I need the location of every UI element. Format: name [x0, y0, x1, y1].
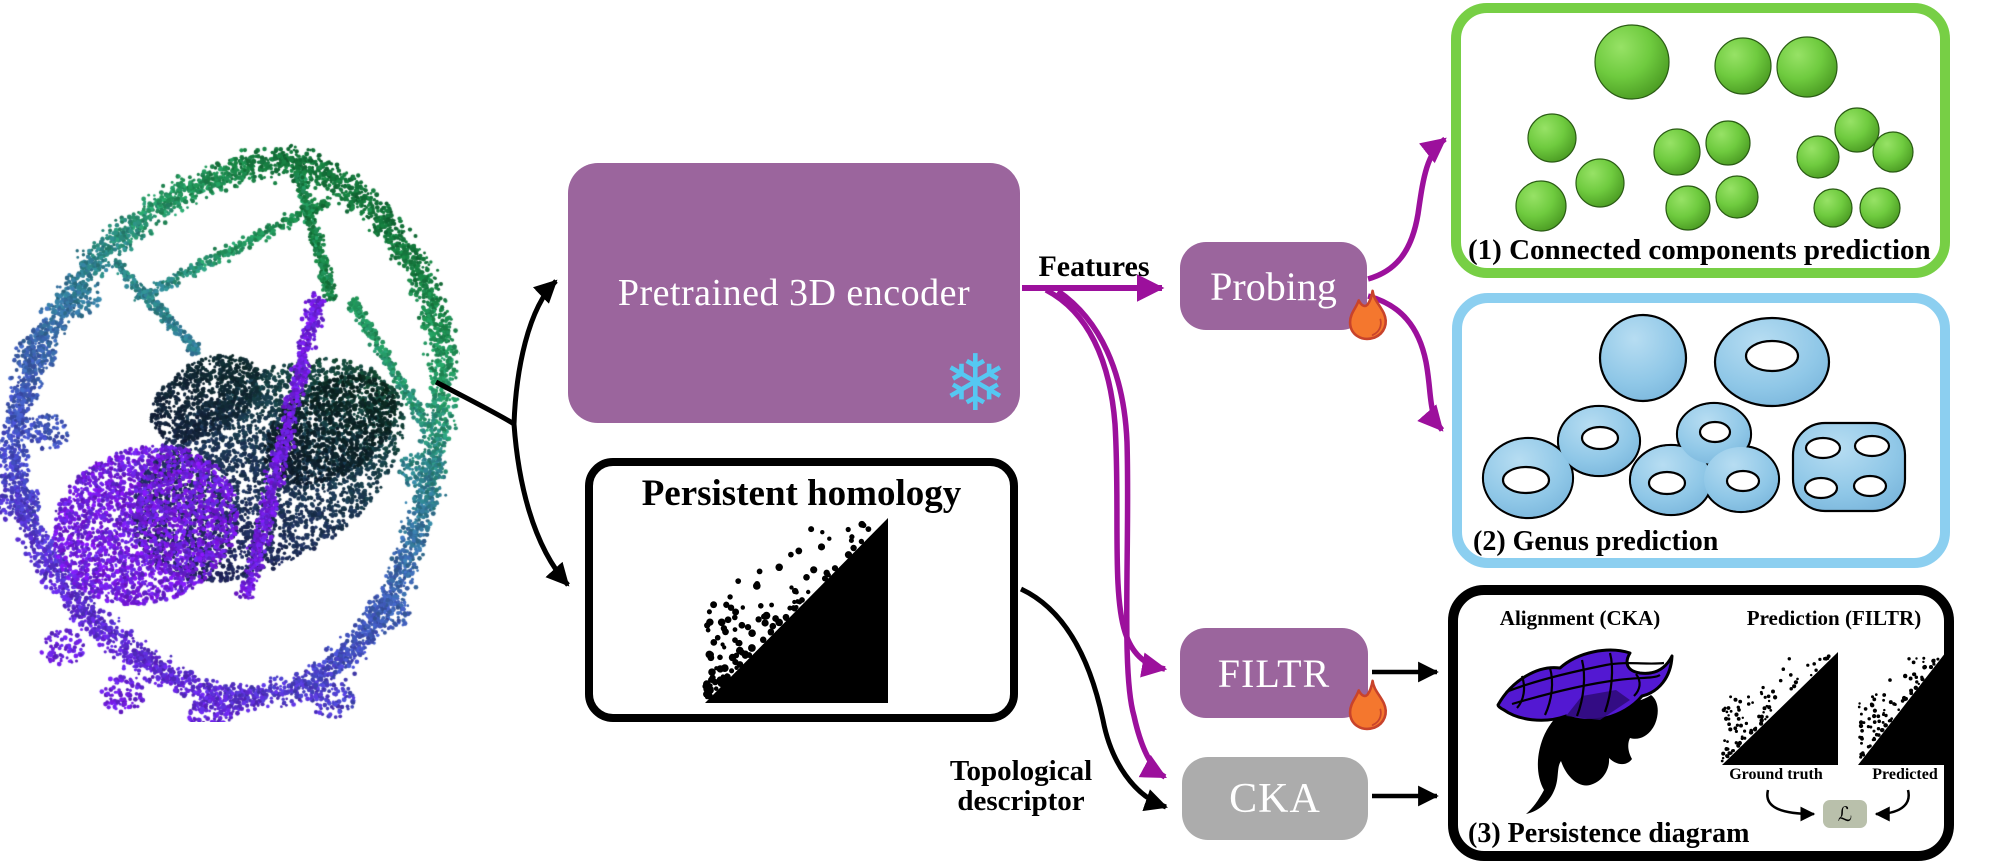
- persistent-homology-box: Persistent homology: [585, 458, 1018, 722]
- alignment-cka-title: Alignment (CKA): [1499, 606, 1661, 630]
- arrow-pointcloud-to-homology: [511, 423, 570, 587]
- encoder-label: Pretrained 3D encoder: [617, 272, 971, 314]
- topological-descriptor-line2: descriptor: [957, 785, 1085, 818]
- arrow-pointcloud-to-encoder: [511, 279, 558, 425]
- genus-caption: (2) Genus prediction: [1473, 526, 1719, 557]
- loss-symbol: ℒ: [1837, 802, 1853, 826]
- ground-truth-label: Ground truth: [1729, 766, 1823, 783]
- cka-box: CKA: [1182, 757, 1368, 840]
- probing-box: Probing: [1180, 242, 1367, 330]
- filtr-label: FILTR: [1217, 650, 1331, 696]
- features-label: Features: [1038, 250, 1150, 283]
- arrow-features-to-filtr: [1044, 287, 1168, 678]
- arrow-probing-to-genus: [1367, 293, 1445, 432]
- pretrained-encoder-box: Pretrained 3D encoder ❄: [568, 163, 1020, 423]
- probing-label: Probing: [1210, 263, 1337, 309]
- cka-label: CKA: [1229, 775, 1321, 822]
- connected-components-caption: (1) Connected components prediction: [1468, 234, 1931, 266]
- predicted-label: Predicted: [1872, 766, 1938, 783]
- arrow-probing-to-components: [1367, 136, 1447, 282]
- prediction-filtr-title: Prediction (FILTR): [1746, 606, 1922, 630]
- persistence-diagram-caption: (3) Persistence diagram: [1468, 818, 1750, 849]
- loss-box: ℒ: [1823, 800, 1867, 828]
- topological-descriptor-label: Topological descriptor: [928, 756, 1114, 817]
- car-point-cloud: [0, 118, 460, 722]
- arrow-features-to-cka: [1056, 288, 1167, 780]
- filtr-box: FILTR: [1180, 628, 1368, 718]
- snowflake-icon: ❄: [942, 339, 1008, 429]
- topological-descriptor-line1: Topological: [949, 755, 1093, 787]
- persistent-homology-label: Persistent homology: [641, 473, 962, 514]
